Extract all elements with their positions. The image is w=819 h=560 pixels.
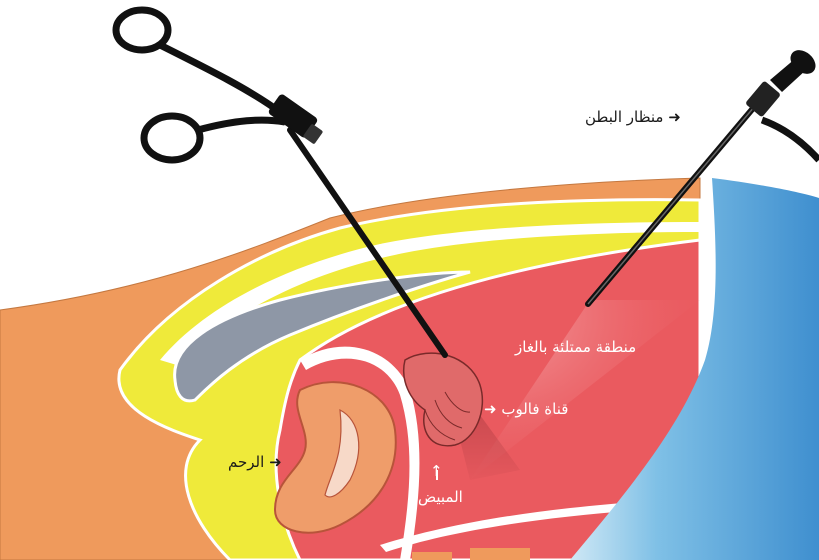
- ovary-arrow: ↑: [430, 462, 443, 480]
- laparoscope-arrow: ➜: [668, 108, 681, 126]
- laparoscope-label: ➜ منظار البطن: [585, 108, 681, 126]
- lower-block-2: [470, 548, 530, 560]
- fallopian-tube-text: قناة فالوب: [501, 400, 568, 418]
- fallopian-tube-label: قناة فالوب ➜: [484, 400, 568, 418]
- laparoscope-text: منظار البطن: [585, 108, 663, 126]
- gas-region-label: منطقة ممتلئة بالغاز: [515, 338, 636, 356]
- ovary-arrow-label: ↑: [430, 462, 443, 480]
- lower-block-1: [412, 552, 452, 560]
- ovary-text: المبيض: [418, 488, 463, 506]
- uterus-arrow: ➜: [269, 453, 282, 471]
- uterus-text: الرحم: [228, 453, 264, 471]
- fallopian-tube-arrow: ➜: [484, 400, 497, 418]
- gas-region-text: منطقة ممتلئة بالغاز: [515, 338, 636, 356]
- uterus-label: ➜ الرحم: [228, 453, 282, 471]
- ovary-label: المبيض: [418, 488, 463, 506]
